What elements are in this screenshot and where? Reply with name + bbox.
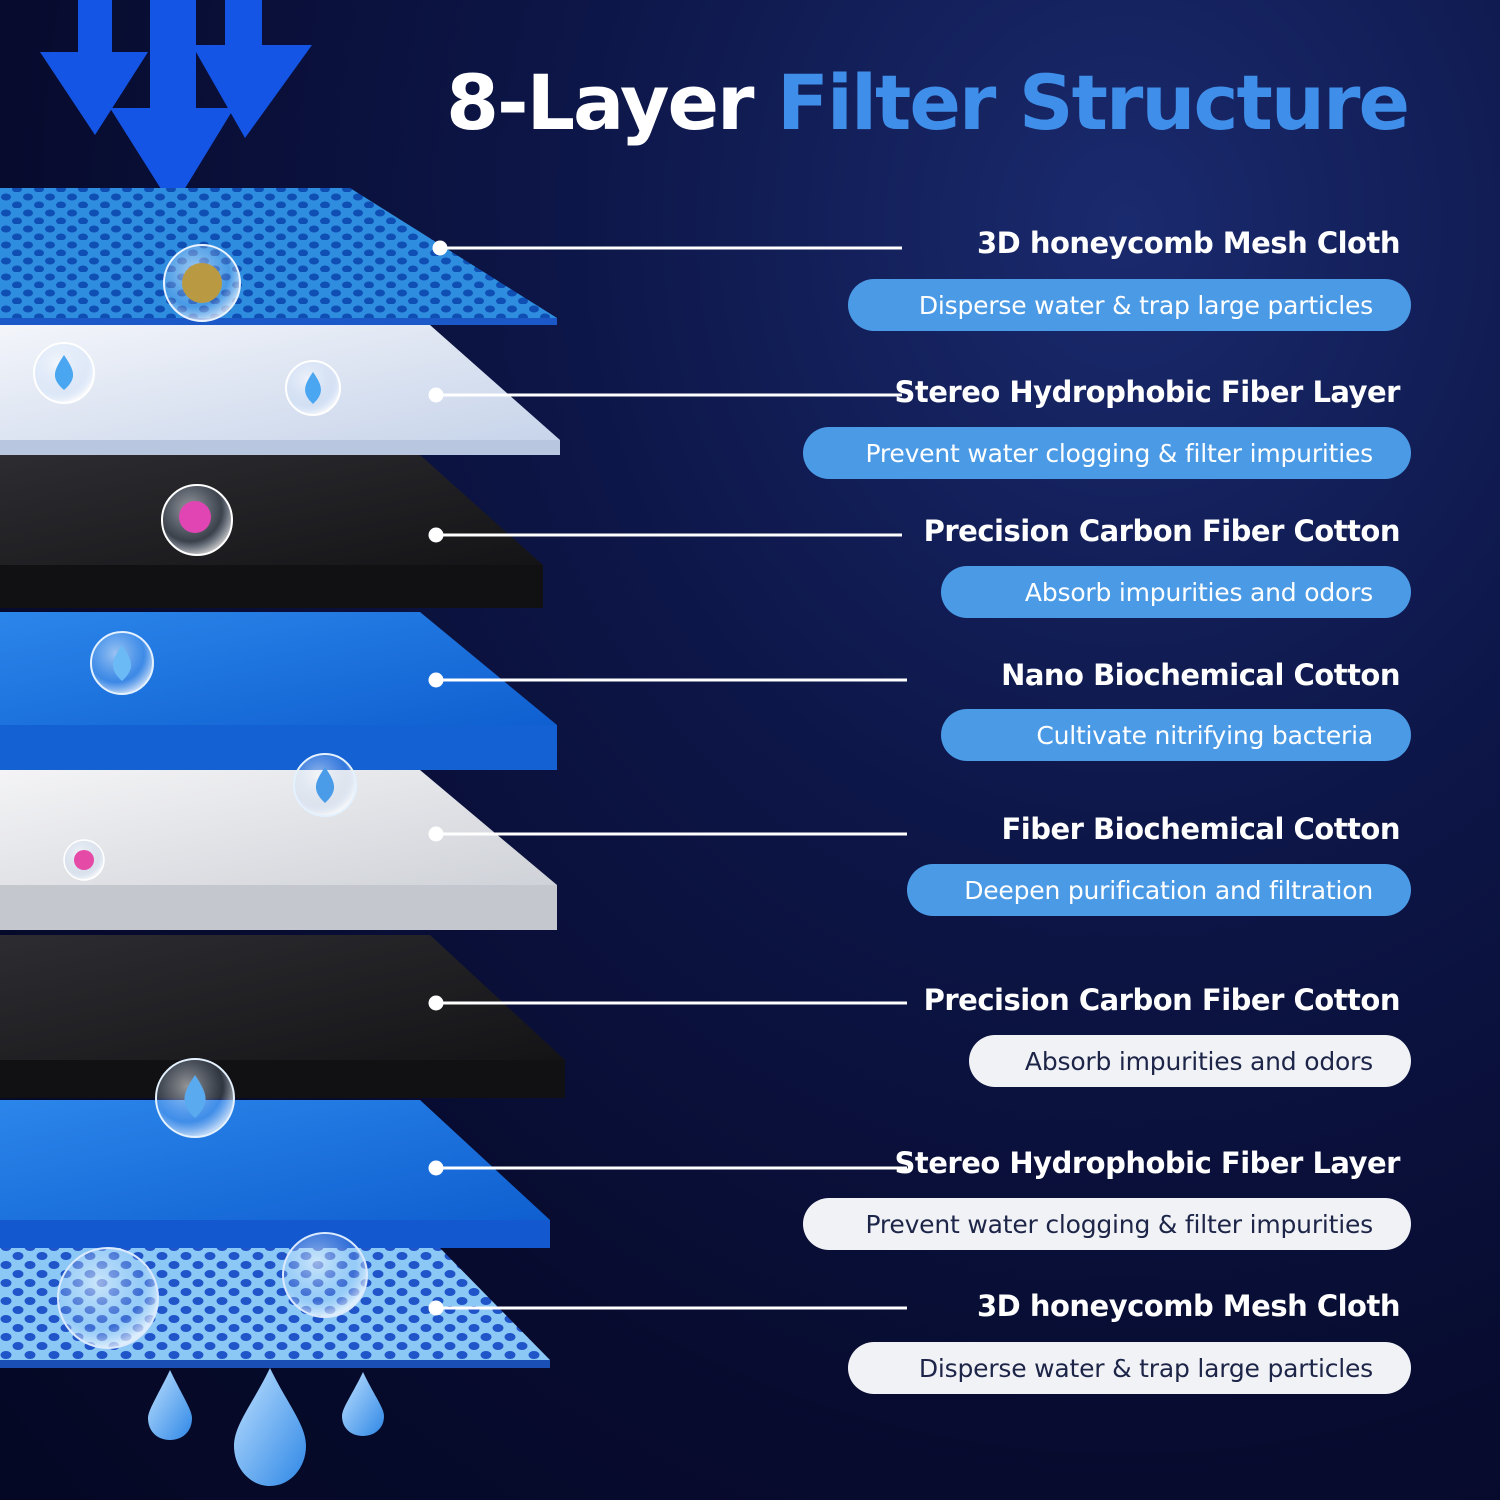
layer-3-description: Absorb impurities and odors bbox=[941, 566, 1411, 618]
layer-1-description: Disperse water & trap large particles bbox=[848, 279, 1411, 331]
layer-6-name: Precision Carbon Fiber Cotton bbox=[923, 983, 1401, 1017]
layer-5-name: Fiber Biochemical Cotton bbox=[1001, 812, 1400, 846]
layer-6-description: Absorb impurities and odors bbox=[969, 1035, 1411, 1087]
layer-4-name: Nano Biochemical Cotton bbox=[1001, 658, 1400, 692]
layer-hydrophobic-white bbox=[0, 325, 560, 455]
title-part-white: 8-Layer bbox=[446, 58, 754, 147]
page-title: 8-Layer Filter Structure bbox=[446, 58, 1410, 147]
water-flow-arrows bbox=[40, 0, 312, 208]
layer-8-name: 3D honeycomb Mesh Cloth bbox=[976, 1289, 1401, 1323]
layer-nano-blue bbox=[0, 612, 557, 770]
layer-carbon-black-1 bbox=[0, 455, 543, 608]
layer-carbon-black-2 bbox=[0, 935, 565, 1098]
layer-hydrophobic-blue bbox=[0, 1100, 550, 1248]
layer-4-description: Cultivate nitrifying bacteria bbox=[941, 709, 1411, 761]
title-part-blue: Filter Structure bbox=[777, 58, 1410, 147]
layer-8-description: Disperse water & trap large particles bbox=[848, 1342, 1411, 1394]
layer-7-name: Stereo Hydrophobic Fiber Layer bbox=[894, 1146, 1401, 1180]
connector-lines bbox=[428, 240, 907, 1316]
layer-honeycomb-top bbox=[0, 188, 557, 325]
layer-fiber-grey bbox=[0, 770, 557, 930]
layer-2-description: Prevent water clogging & filter impuriti… bbox=[803, 427, 1411, 479]
water-drops bbox=[148, 1368, 384, 1486]
layer-1-name: 3D honeycomb Mesh Cloth bbox=[976, 226, 1401, 260]
layer-3-name: Precision Carbon Fiber Cotton bbox=[923, 514, 1401, 548]
particle-bubbles bbox=[33, 244, 368, 1349]
layer-2-name: Stereo Hydrophobic Fiber Layer bbox=[894, 375, 1401, 409]
layer-7-description: Prevent water clogging & filter impuriti… bbox=[803, 1198, 1411, 1250]
layer-5-description: Deepen purification and filtration bbox=[907, 864, 1411, 916]
